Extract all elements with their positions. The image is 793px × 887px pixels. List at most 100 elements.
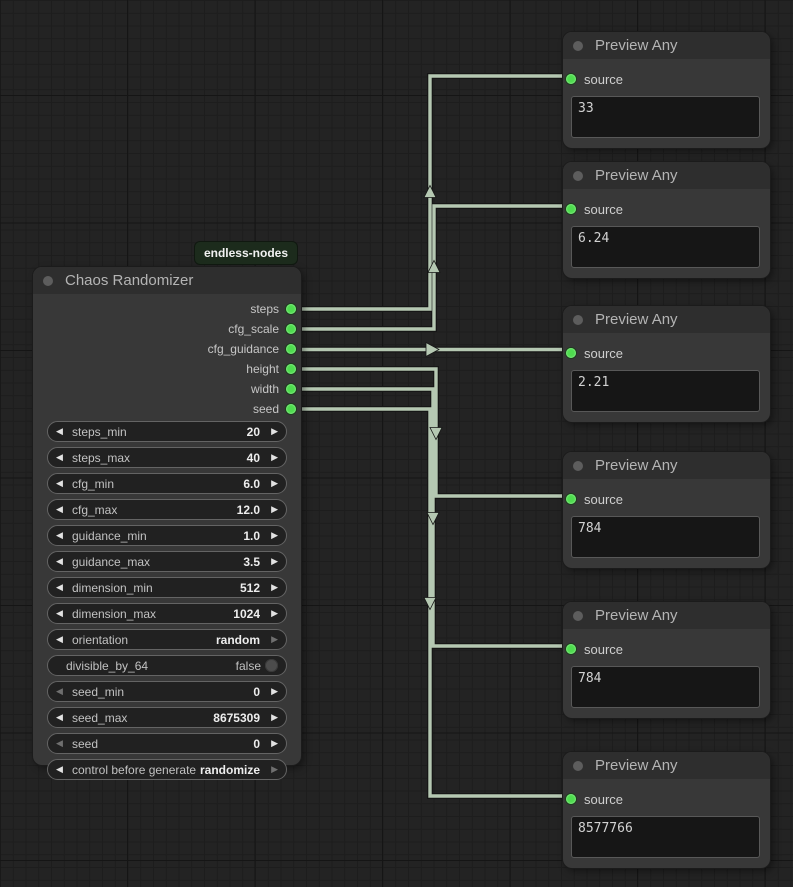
input-slot-source: source — [563, 639, 770, 659]
node-title: Preview Any — [595, 167, 678, 184]
chaos-node-titlebar[interactable]: Chaos Randomizer — [33, 267, 301, 294]
decrement-arrow-icon[interactable]: ◀ — [56, 556, 63, 566]
increment-arrow-icon[interactable]: ▶ — [271, 738, 278, 748]
increment-arrow-icon[interactable]: ▶ — [271, 426, 278, 436]
input-slot-source: source — [563, 489, 770, 509]
preview-value-box[interactable]: 6.24 — [571, 226, 760, 268]
input-port-source[interactable] — [566, 204, 576, 214]
preview-node-titlebar[interactable]: Preview Any — [563, 306, 770, 333]
node-preview-any-3[interactable]: Preview Any source 2.21 — [563, 306, 770, 422]
input-label: source — [584, 491, 624, 507]
widget-dimension-min[interactable]: ◀ dimension_min 512 ▶ — [47, 577, 287, 598]
increment-arrow-icon[interactable]: ▶ — [271, 530, 278, 540]
output-port-seed[interactable] — [286, 404, 296, 414]
increment-arrow-icon[interactable]: ▶ — [271, 478, 278, 488]
widget-label: dimension_min — [72, 580, 153, 595]
increment-arrow-icon[interactable]: ▶ — [271, 712, 278, 722]
widget-value: 0 — [253, 736, 260, 751]
increment-arrow-icon[interactable]: ▶ — [271, 634, 278, 644]
preview-value-box[interactable]: 784 — [571, 516, 760, 558]
collapse-dot-icon[interactable] — [573, 170, 583, 181]
output-port-cfg-guidance[interactable] — [286, 344, 296, 354]
widget-label: seed_min — [72, 684, 125, 699]
decrement-arrow-icon[interactable]: ◀ — [56, 530, 63, 540]
decrement-arrow-icon[interactable]: ◀ — [56, 712, 63, 722]
decrement-arrow-icon[interactable]: ◀ — [56, 608, 63, 618]
link-direction-arrow-icon — [429, 427, 443, 441]
output-port-width[interactable] — [286, 384, 296, 394]
decrement-arrow-icon[interactable]: ◀ — [56, 582, 63, 592]
decrement-arrow-icon[interactable]: ◀ — [56, 764, 63, 774]
input-port-source[interactable] — [566, 494, 576, 504]
output-label: width — [250, 382, 279, 396]
collapse-dot-icon[interactable] — [573, 460, 583, 471]
preview-value-box[interactable]: 8577766 — [571, 816, 760, 858]
node-title: Preview Any — [595, 757, 678, 774]
widget-value: 512 — [239, 580, 260, 595]
increment-arrow-icon[interactable]: ▶ — [271, 608, 278, 618]
increment-arrow-icon[interactable]: ▶ — [271, 504, 278, 514]
output-port-cfg-scale[interactable] — [286, 324, 296, 334]
decrement-arrow-icon[interactable]: ◀ — [56, 452, 63, 462]
output-port-height[interactable] — [286, 364, 296, 374]
node-preview-any-4[interactable]: Preview Any source 784 — [563, 452, 770, 568]
output-slot-cfg-scale: cfg_scale — [33, 319, 301, 339]
preview-value-box[interactable]: 784 — [571, 666, 760, 708]
decrement-arrow-icon[interactable]: ◀ — [56, 426, 63, 436]
increment-arrow-icon[interactable]: ▶ — [271, 582, 278, 592]
increment-arrow-icon[interactable]: ▶ — [271, 452, 278, 462]
collapse-dot-icon[interactable] — [573, 314, 583, 325]
preview-value-box[interactable]: 2.21 — [571, 370, 760, 412]
output-port-steps[interactable] — [286, 304, 296, 314]
input-port-source[interactable] — [566, 348, 576, 358]
collapse-dot-icon[interactable] — [573, 610, 583, 621]
preview-node-titlebar[interactable]: Preview Any — [563, 602, 770, 629]
collapse-dot-icon[interactable] — [43, 275, 53, 286]
widget-label: cfg_max — [72, 502, 118, 517]
widget-value: 8675309 — [213, 710, 260, 725]
collapse-dot-icon[interactable] — [573, 760, 583, 771]
output-label: steps — [250, 302, 279, 316]
decrement-arrow-icon[interactable]: ◀ — [56, 504, 63, 514]
input-port-source[interactable] — [566, 794, 576, 804]
decrement-arrow-icon[interactable]: ◀ — [56, 738, 63, 748]
input-port-source[interactable] — [566, 74, 576, 84]
widget-value: 40 — [246, 450, 260, 465]
increment-arrow-icon[interactable]: ▶ — [271, 556, 278, 566]
decrement-arrow-icon[interactable]: ◀ — [56, 634, 63, 644]
preview-node-titlebar[interactable]: Preview Any — [563, 32, 770, 59]
decrement-arrow-icon[interactable]: ◀ — [56, 478, 63, 488]
preview-node-titlebar[interactable]: Preview Any — [563, 752, 770, 779]
decrement-arrow-icon[interactable]: ◀ — [56, 686, 63, 696]
increment-arrow-icon[interactable]: ▶ — [271, 686, 278, 696]
preview-node-titlebar[interactable]: Preview Any — [563, 162, 770, 189]
widget-label: orientation — [72, 632, 129, 647]
toggle-knob-icon[interactable] — [265, 659, 278, 672]
input-label: source — [584, 345, 624, 361]
preview-value-box[interactable]: 33 — [571, 96, 760, 138]
collapse-dot-icon[interactable] — [573, 40, 583, 51]
node-preview-any-5[interactable]: Preview Any source 784 — [563, 602, 770, 718]
input-port-source[interactable] — [566, 644, 576, 654]
increment-arrow-icon[interactable]: ▶ — [271, 764, 278, 774]
preview-node-titlebar[interactable]: Preview Any — [563, 452, 770, 479]
